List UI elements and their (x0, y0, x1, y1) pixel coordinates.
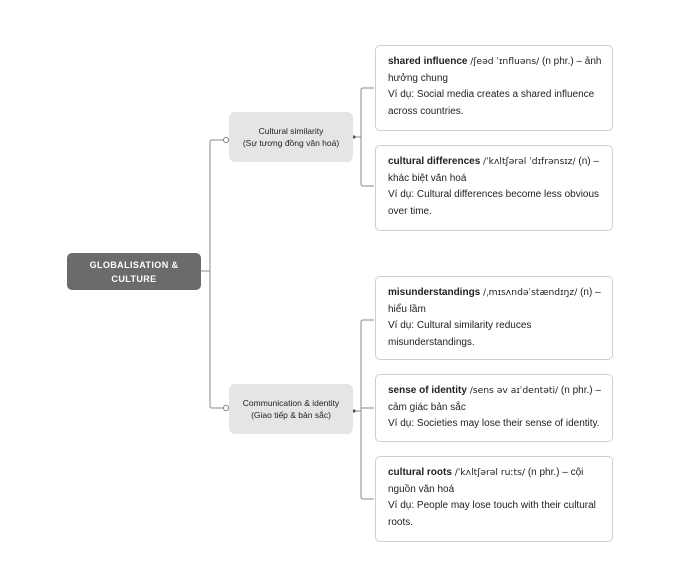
branch-title: Cultural similarity (258, 126, 324, 136)
vocab-meaning: (n) – hiểu lầm (388, 287, 601, 315)
branch1-trunk (360, 87, 374, 187)
branch-subtitle: (Sự tương đồng văn hoá) (242, 138, 340, 148)
branch1-node (222, 136, 230, 144)
vocab-ipa: /ˌmɪsʌndəˈstændɪŋz/ (483, 287, 578, 298)
branch-subtitle: (Giao tiếp & bản sắc) (251, 410, 331, 420)
vocab-term: cultural differences (388, 156, 481, 167)
vocab-definition: sense of identity /sens əv aɪˈdentəti/ (… (388, 383, 604, 416)
vocab-term: sense of identity (388, 385, 467, 396)
vocab-ipa: /ˈkʌltʃərəl ruːts/ (454, 467, 526, 478)
branch-title: Communication & identity (242, 398, 340, 408)
vocab-meaning: (n phr.) – ảnh hưởng chung (388, 56, 602, 84)
vocab-definition: shared influence /ʃeəd ˈɪnfluəns/ (n phr… (388, 54, 604, 87)
root-node: GLOBALISATION & CULTURE (67, 253, 201, 290)
branch-communication-identity: Communication & identity (Giao tiếp & bả… (229, 384, 353, 434)
vocab-card-shared-influence: shared influence /ʃeəd ˈɪnfluəns/ (n phr… (375, 45, 613, 131)
root-title-line1: GLOBALISATION & (89, 259, 179, 270)
vocab-ipa: /ˈkʌltʃərəl ˈdɪfrənsɪz/ (483, 156, 576, 167)
vocab-card-cultural-differences: cultural differences /ˈkʌltʃərəl ˈdɪfrən… (375, 145, 613, 231)
vocab-ipa: /ʃeəd ˈɪnfluəns/ (470, 56, 540, 67)
branch2-node (222, 404, 230, 412)
vocab-card-cultural-roots: cultural roots /ˈkʌltʃərəl ruːts/ (n phr… (375, 456, 613, 542)
vocab-example: Ví dụ: Societies may lose their sense of… (388, 418, 600, 430)
vocab-definition: cultural differences /ˈkʌltʃərəl ˈdɪfrən… (388, 154, 604, 187)
vocab-term: shared influence (388, 56, 468, 67)
vocab-example: Ví dụ: Cultural differences become less … (388, 189, 600, 217)
vocab-term: cultural roots (388, 467, 452, 478)
branch2-dot (352, 409, 356, 413)
vocab-card-sense-of-identity: sense of identity /sens əv aɪˈdentəti/ (… (375, 374, 613, 442)
vocab-meaning: (n) – khác biệt văn hoá (388, 156, 599, 184)
vocab-example: Ví dụ: Cultural similarity reduces misun… (388, 320, 532, 348)
vocab-definition: misunderstandings /ˌmɪsʌndəˈstændɪŋz/ (n… (388, 285, 604, 318)
vocab-card-misunderstandings: misunderstandings /ˌmɪsʌndəˈstændɪŋz/ (n… (375, 276, 613, 360)
branch1-dot (352, 135, 356, 139)
root-title-line2: CULTURE (111, 273, 157, 284)
vocab-example: Ví dụ: People may lose touch with their … (388, 500, 596, 528)
vocab-meaning: (n phr.) – cội nguồn văn hoá (388, 467, 584, 495)
branch2-trunk (360, 319, 374, 500)
vocab-term: misunderstandings (388, 287, 481, 298)
root-trunk (209, 139, 226, 409)
vocab-example: Ví dụ: Social media creates a shared inf… (388, 89, 595, 117)
branch-cultural-similarity: Cultural similarity (Sự tương đồng văn h… (229, 112, 353, 162)
vocab-definition: cultural roots /ˈkʌltʃərəl ruːts/ (n phr… (388, 465, 604, 498)
vocab-meaning: (n phr.) – cảm giác bản sắc (388, 385, 601, 413)
vocab-ipa: /sens əv aɪˈdentəti/ (469, 385, 559, 396)
